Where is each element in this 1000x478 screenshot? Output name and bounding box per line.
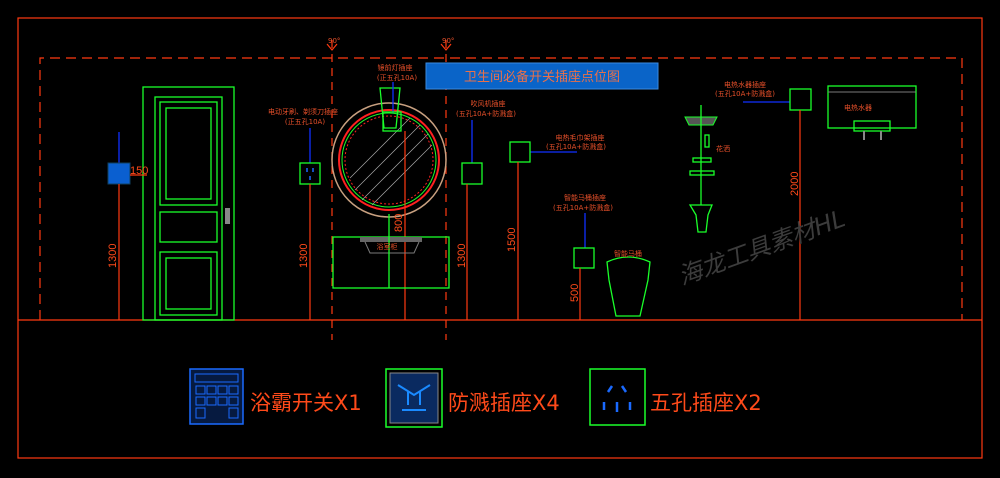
legend-five-hole-socket-label: 五孔插座X2 <box>650 391 762 415</box>
smart-toilet <box>606 256 651 317</box>
legend-splash-socket-icon <box>385 368 443 428</box>
legend-bath-switch-label: 浴霸开关X1 <box>250 391 362 415</box>
angle-marker <box>440 43 452 51</box>
water-heater <box>827 85 917 140</box>
dim-towel-rack: 1500 <box>506 228 518 252</box>
label-toilet-socket: 智能马桶插座 <box>564 193 606 202</box>
label-towel-rack-spec: (五孔10A+防溅盒) <box>546 142 606 151</box>
splash-proof-socket <box>789 88 812 111</box>
angle-label: 90° <box>442 37 454 45</box>
shower <box>684 105 718 233</box>
label-shower: 花洒 <box>716 144 730 153</box>
legend-splash-socket-label: 防溅插座X4 <box>448 391 560 415</box>
label-hair-dryer-socket: 吹风机插座 <box>471 99 506 108</box>
page-title: 卫生间必备开关插座点位图 <box>464 69 620 85</box>
dim-mirror: 800 <box>393 214 405 232</box>
dim-hair-dryer: 1300 <box>456 244 468 268</box>
label-toilet: 智能马桶 <box>614 249 642 258</box>
splash-proof-socket <box>573 247 595 269</box>
dim-water-heater: 2000 <box>789 172 801 196</box>
door <box>142 86 235 321</box>
splash-proof-socket <box>509 141 531 163</box>
dim-toothbrush: 1300 <box>298 244 310 268</box>
outer-frame <box>17 17 983 459</box>
angle-label: 90° <box>328 37 340 45</box>
bath-heater-switch <box>107 162 131 185</box>
label-mirror-light-socket: 镜前灯插座 <box>378 63 413 72</box>
wall-outline <box>39 57 963 320</box>
dim-toilet: 500 <box>569 284 581 302</box>
round-mirror <box>331 87 447 218</box>
label-hair-dryer-spec: (五孔10A+防溅盒) <box>456 109 516 118</box>
five-hole-socket <box>299 162 321 185</box>
legend-five-hole-socket-icon <box>589 368 646 426</box>
label-toothbrush-socket: 电动牙刷、剃须刀插座 <box>268 107 338 116</box>
label-mirror-light-spec: (正五孔10A) <box>377 74 417 82</box>
label-water-heater-spec: (五孔10A+防溅盒) <box>715 89 775 98</box>
label-towel-rack-socket: 电热毛巾架插座 <box>556 133 605 142</box>
angle-marker <box>326 43 338 51</box>
mirror-light-socket <box>382 111 402 132</box>
label-toilet-spec: (五孔10A+防溅盒) <box>553 203 613 212</box>
label-toothbrush-spec: (正五孔10A) <box>285 118 325 126</box>
watermark: 海龙工具素材HL <box>674 204 848 290</box>
vanity-cabinet <box>332 214 450 289</box>
label-water-heater-socket: 电热水器插座 <box>724 80 766 89</box>
splash-proof-socket <box>461 162 483 185</box>
legend-bath-switch-icon <box>189 368 244 425</box>
title-box <box>425 62 659 90</box>
dim-switch-offset: 150 <box>130 165 148 177</box>
label-vanity: 浴室柜 <box>377 242 398 251</box>
label-water-heater: 电热水器 <box>844 103 872 112</box>
dim-bath-switch: 1300 <box>107 244 119 268</box>
